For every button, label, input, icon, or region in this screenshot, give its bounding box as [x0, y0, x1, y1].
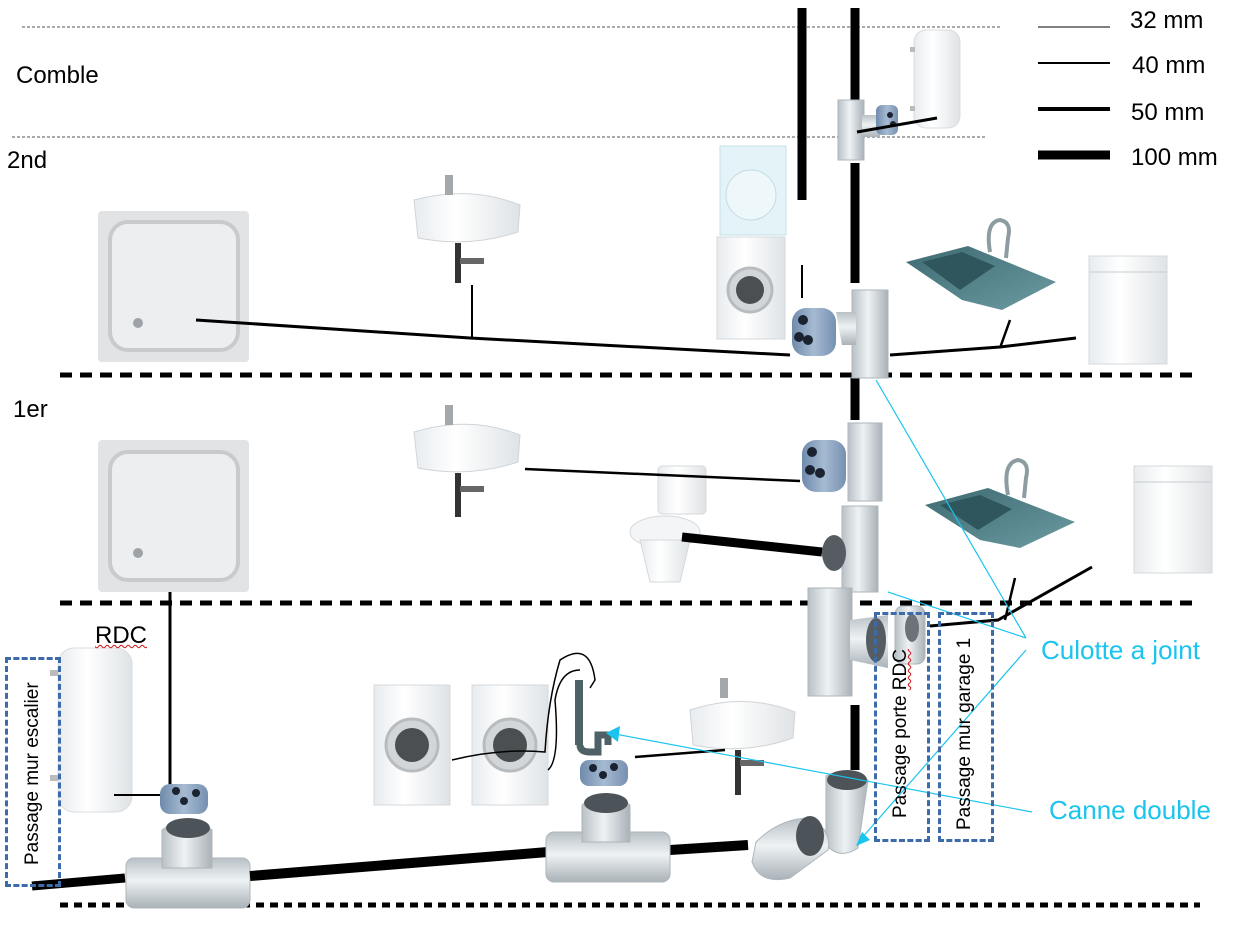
pipe-kitchen-2nd [889, 336, 1077, 357]
passage-box-garage [938, 612, 994, 842]
floor-label-comble: Comble [16, 62, 99, 89]
floor-label-rdc: RDC [95, 622, 147, 649]
tee-fitting-1er-upper [847, 422, 883, 502]
floor-label-2nd: 2nd [7, 147, 48, 174]
pipe-sink-drain-1er [1003, 577, 1017, 621]
passage-box-porte-rdc [874, 612, 930, 842]
kitchen-sink-2nd [906, 217, 1056, 310]
kitchen-sink-1er [925, 457, 1075, 548]
arrowhead-culotte [856, 832, 870, 846]
pipe-sink-drain-2nd [998, 319, 1012, 349]
tee-fitting-rdc-stack [807, 587, 888, 697]
washing-machine-2nd [716, 236, 786, 340]
tee-fitting-2nd [836, 289, 889, 379]
legend-label-50mm: 50 mm [1131, 99, 1205, 126]
double-trap-rdc [575, 680, 612, 756]
passage-label-porte-rdc-rdc: RDC [890, 649, 911, 691]
passage-label-escalier: Passage mur escalier [22, 682, 43, 865]
collector-rdc-mid [580, 760, 628, 786]
wash-basin-rdc [689, 678, 796, 795]
shower-tray-2nd [98, 211, 249, 362]
wash-basin-2nd [413, 175, 521, 283]
tee-fitting-rdc-left [125, 818, 251, 909]
pipe-water-heater-comble [856, 116, 938, 134]
water-heater-comble [910, 29, 961, 129]
floor-label-1er: 1er [13, 396, 48, 423]
annotation-culotte-a-joint: Culotte a joint [1041, 635, 1200, 665]
collector-comble [876, 105, 898, 135]
legend-label-40mm: 40 mm [1132, 52, 1206, 79]
passage-label-garage: Passage mur garage 1 [954, 637, 975, 830]
passage-label-porte-rdc: Passage porte RDC [890, 649, 912, 818]
tee-fitting-rdc-mid [545, 793, 671, 883]
pipe-main-rdc-mid [249, 847, 549, 881]
dryer-2nd [719, 145, 787, 236]
dishwasher-2nd [1088, 255, 1168, 365]
passage-box-escalier [5, 657, 61, 887]
pipe-toilet-1er [681, 532, 823, 557]
arrowhead-canne [606, 726, 620, 742]
wash-basin-1er [413, 405, 521, 517]
washing-machine-rdc-1 [373, 684, 451, 806]
annotation-leaders [614, 379, 1033, 841]
pipe-basin-1er [524, 467, 801, 483]
legend-label-32mm: 32 mm [1130, 7, 1204, 34]
collector-2nd [792, 308, 836, 356]
collector-rdc-left [160, 784, 208, 814]
annotation-canne-double: Canne double [1049, 795, 1211, 825]
pipe-main-rdc-right [669, 840, 749, 855]
washing-machine-rdc-2 [471, 684, 549, 806]
drain-hose-rdc [451, 652, 596, 771]
shower-tray-1er [98, 440, 249, 592]
passage-label-porte-rdc-text: Passage porte [890, 690, 911, 818]
elbow-fitting-rdc [751, 770, 869, 881]
pipe-basin-rdc [634, 748, 726, 759]
toilet-1er [629, 465, 707, 583]
pipe-kitchen-1er [929, 565, 1093, 628]
reducer-rdc [894, 605, 926, 665]
collector-1er [802, 440, 846, 492]
legend-label-100mm: 100 mm [1131, 144, 1218, 171]
pipe-shower-to-collector-2nd [195, 318, 791, 357]
tee-fitting-1er-lower [822, 505, 879, 593]
dishwasher-1er [1133, 465, 1213, 574]
water-heater-rdc [50, 647, 133, 813]
